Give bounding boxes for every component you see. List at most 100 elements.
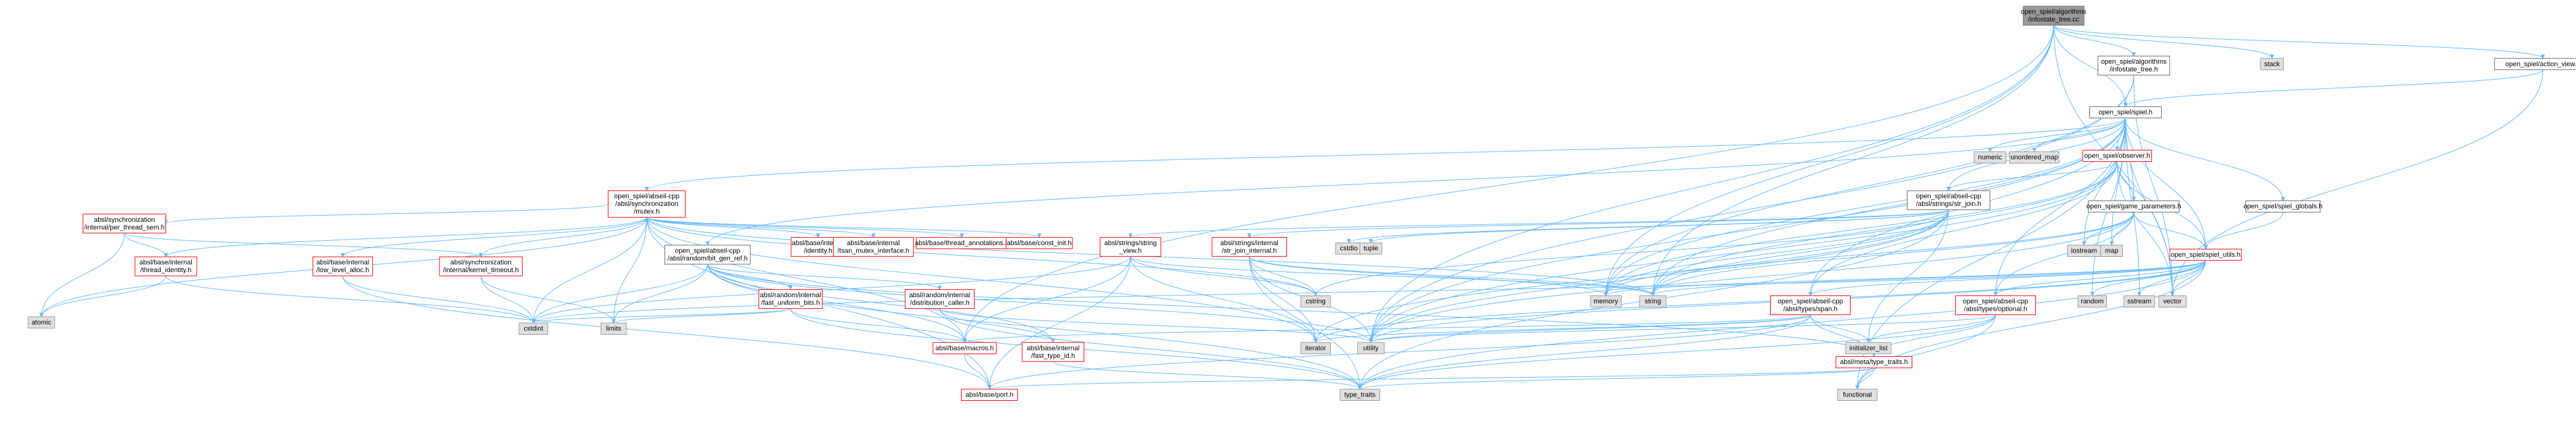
edge-str-join-internal-to-cstring — [1248, 256, 1318, 297]
edge-str-join-internal-to-string — [1248, 256, 1655, 297]
node-kernel-timeout[interactable]: absl/synchronization/internal/kernel_tim… — [439, 256, 523, 276]
node-optional[interactable]: open_spiel/abseil-cpp/absl/types/optiona… — [1955, 295, 2036, 316]
node-label: /fast_type_id.h — [1031, 352, 1075, 360]
edge-string-view-to-cstdint — [531, 256, 1131, 324]
node-unordered-map[interactable]: unordered_map — [2009, 151, 2060, 164]
node-vector[interactable]: vector — [2158, 295, 2187, 308]
edge-type-traits-h-to-functional — [1855, 368, 1875, 390]
node-numeric[interactable]: numeric — [1974, 151, 2007, 164]
node-label: tuple — [1364, 245, 1378, 252]
node-distribution-caller[interactable]: absl/random/internal/distribution_caller… — [905, 289, 975, 309]
node-box — [2169, 248, 2242, 261]
node-label: limits — [606, 325, 622, 333]
node-label: /tsan_mutex_interface.h — [837, 247, 909, 254]
node-label: /mutex.h — [634, 208, 659, 216]
node-label: /internal/kernel_timeout.h — [443, 267, 519, 274]
node-spiel-globals[interactable]: open_spiel/spiel_globals.h — [2243, 200, 2322, 213]
edge-game-params-to-memory — [1603, 212, 2134, 297]
node-tuple[interactable]: tuple — [1359, 242, 1383, 255]
edge-string-view-to-macros — [962, 256, 1131, 343]
node-spiel-h[interactable]: open_spiel/spiel.h — [2089, 106, 2162, 118]
node-infostate-h[interactable]: open_spiel/algorithms/infostate_tree.h — [2097, 55, 2170, 75]
edge-game-params-to-spiel-utils — [2133, 212, 2208, 250]
node-stack[interactable]: stack — [2260, 58, 2284, 70]
edge-type-traits-h-to-port — [987, 367, 1875, 390]
node-label: /infostate_tree.h — [2110, 66, 2158, 73]
node-functional[interactable]: functional — [1837, 389, 1878, 401]
node-tsan-mutex[interactable]: absl/base/internal/tsan_mutex_interface.… — [833, 237, 914, 257]
node-box — [1974, 151, 2007, 164]
edge-game-params-to-optional — [1993, 212, 2134, 297]
edge-root-to-string — [1651, 25, 2054, 297]
node-span[interactable]: open_spiel/abseil-cpp/absl/types/span.h — [1770, 295, 1851, 316]
node-game-params[interactable]: open_spiel/game_parameters.h — [2086, 200, 2181, 213]
node-label: open_spiel/abseil-cpp — [1778, 298, 1843, 305]
edge-low-level-alloc-to-cstdint — [342, 276, 536, 324]
node-fast-uniform-bits[interactable]: absl/random/internal/fast_uniform_bits.h — [758, 289, 823, 309]
node-spiel-utils[interactable]: open_spiel/spiel_utils.h — [2169, 248, 2242, 261]
edge-spiel-utils-to-type-traits — [1358, 260, 2206, 390]
node-fast-type-id[interactable]: absl/base/internal/fast_type_id.h — [1022, 342, 1085, 362]
node-cstring[interactable]: cstring — [1300, 295, 1331, 308]
node-cstdio[interactable]: cstdio — [1335, 242, 1362, 255]
node-label: /absl/types/optional.h — [1964, 306, 2027, 313]
node-label: open_spiel/spiel.h — [2099, 108, 2152, 116]
node-box — [932, 342, 997, 354]
node-memory[interactable]: memory — [1590, 295, 1622, 308]
edge-type-traits-h-to-type-traits — [1358, 367, 1875, 390]
node-random[interactable]: random — [2077, 295, 2107, 308]
edge-observer-to-span — [1808, 161, 2118, 297]
node-label: open_spiel/abseil-cpp — [675, 248, 740, 255]
edge-spiel-h-to-spiel-utils — [2125, 118, 2208, 250]
node-low-level-alloc[interactable]: absl/base/internal/low_level_alloc.h — [313, 256, 373, 276]
edge-mutex-to-const-init — [646, 217, 1041, 238]
node-macros[interactable]: absl/base/macros.h — [932, 342, 997, 354]
node-box — [2494, 58, 2576, 70]
edge-distribution-caller-to-fast-type-id — [939, 308, 1055, 343]
node-action-view[interactable]: open_spiel/action_view.h — [2494, 58, 2576, 70]
edge-mutex-to-thread-identity — [164, 217, 647, 257]
node-str-join[interactable]: open_spiel/abseil-cpp/absl/strings/str_j… — [1907, 190, 1991, 210]
node-label: utility — [1363, 344, 1379, 352]
node-per-thread-sem[interactable]: absl/synchronization/internal/per_thread… — [82, 213, 166, 233]
node-label: absl/strings/internal — [1220, 240, 1279, 247]
node-sstream[interactable]: sstream — [2123, 295, 2156, 308]
edge-observer-to-utility — [1369, 161, 2118, 343]
node-atomic[interactable]: atomic — [28, 316, 55, 328]
edge-observer-to-memory — [1603, 161, 2118, 297]
node-type-traits[interactable]: type_traits — [1339, 389, 1380, 401]
node-str-join-internal[interactable]: absl/strings/internal/str_join_internal.… — [1212, 237, 1287, 257]
node-port[interactable]: absl/base/port.h — [961, 389, 1018, 401]
edge-mutex-to-kernel-timeout — [479, 217, 647, 257]
node-string[interactable]: string — [1639, 295, 1666, 308]
node-label: absl/random/internal — [760, 292, 821, 299]
node-iostream[interactable]: iostream — [2067, 245, 2101, 257]
node-iterator[interactable]: iterator — [1300, 342, 1331, 354]
edge-game-params-to-utility — [1369, 212, 2134, 343]
edge-optional-to-initializer-list — [1866, 314, 1996, 343]
node-root[interactable]: open_spiel/algorithms/infostate_tree.cc — [2021, 6, 2087, 26]
edge-low-level-alloc-to-port — [342, 276, 992, 390]
node-box — [2089, 106, 2162, 118]
node-map[interactable]: map — [2100, 245, 2123, 257]
node-type-traits-h[interactable]: absl/meta/type_traits.h — [1835, 356, 1913, 368]
edge-bit-gen-ref-to-utility — [707, 264, 1373, 343]
node-thread-identity[interactable]: absl/base/internal/thread_identity.h — [134, 256, 197, 276]
node-utility[interactable]: utility — [1357, 342, 1385, 354]
edge-thread-identity-to-atomic — [39, 276, 167, 317]
node-limits[interactable]: limits — [600, 322, 627, 335]
node-thread-annotations[interactable]: absl/base/thread_annotations.h — [915, 237, 1009, 249]
edge-per-thread-sem-to-kernel-timeout — [124, 232, 483, 257]
node-observer[interactable]: open_spiel/observer.h — [2082, 150, 2152, 162]
node-mutex[interactable]: open_spiel/abseil-cpp/absl/synchronizati… — [607, 190, 686, 218]
node-initializer-list[interactable]: initializer_list — [1845, 342, 1891, 354]
node-const-init[interactable]: absl/base/const_init.h — [1006, 237, 1073, 249]
edge-mutex-to-cstring — [646, 217, 1318, 297]
node-string-view[interactable]: absl/strings/string_view.h — [1100, 237, 1161, 257]
node-label: /str_join_internal.h — [1222, 247, 1277, 254]
node-bit-gen-ref[interactable]: open_spiel/abseil-cpp/absl/random/bit_ge… — [664, 245, 751, 265]
node-box — [2158, 295, 2187, 308]
edge-distribution-caller-to-type-traits — [939, 308, 1362, 390]
node-cstdint[interactable]: cstdint — [519, 322, 549, 335]
